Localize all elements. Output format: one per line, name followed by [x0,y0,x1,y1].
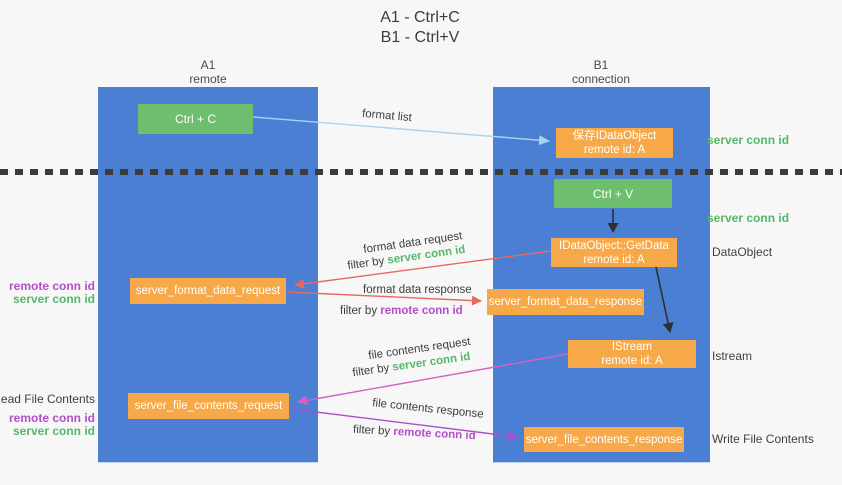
node-format-request-label: server_format_data_request [135,285,281,297]
label-format-data-response: format data response [363,284,472,296]
label-write-file-contents: Write File Contents [712,432,814,446]
label-filter-by-remote-conn-id-2: filter by remote conn id [353,424,476,442]
lane-left-name: A1 [200,58,216,72]
label-dataobject: DataObject [712,245,773,259]
title-line-1: A1 - Ctrl+C [380,9,460,26]
lane-header-left: A1 remote [158,58,258,86]
filter-id-remote-conn: remote conn id [392,425,476,443]
node-save-idataobject-line1: 保存IDataObject [572,130,657,142]
lane-header-right: B1 connection [551,58,651,86]
node-idataobject-getdata: IDataObject::GetData remote id: A [551,238,677,267]
node-save-idataobject: 保存IDataObject remote id: A [556,128,673,158]
lane-left-role: remote [189,72,227,86]
lane-right-role: connection [571,72,631,86]
node-server-file-contents-request: server_file_contents_request [128,393,289,419]
node-istream: IStream remote id: A [568,340,696,368]
node-ctrl-c-label: Ctrl + C [174,112,216,126]
node-file-response-label: server_file_contents_response [525,433,683,446]
label-read-file-contents: Read File Contents [0,392,95,406]
node-server-file-contents-response: server_file_contents_response [524,427,684,452]
filter-prefix: filter by [352,423,391,438]
node-ctrl-v: Ctrl + V [554,179,672,208]
filter-prefix: filter by [340,305,378,317]
node-save-idataobject-line2: remote id: A [583,144,646,156]
label-format-list: format list [361,107,413,125]
filter-id-remote-conn: remote conn id [380,305,463,317]
lane-right-name: B1 [593,58,609,72]
filter-prefix: filter by [346,255,386,273]
label-filter-by-remote-conn-id-1: filter by remote conn id [340,305,463,317]
node-ctrl-v-label: Ctrl + V [592,186,634,201]
label-server-conn-id-left-1: server conn id [12,292,95,306]
label-server-conn-id-top: server conn id [707,133,790,147]
node-server-format-data-response: server_format_data_response [487,289,644,315]
node-file-request-label: server_file_contents_request [134,400,283,412]
label-server-conn-id-mid: server conn id [707,211,790,225]
label-server-conn-id-left-2: server conn id [12,424,95,438]
label-istream: Istream [712,349,753,363]
machine-boundary-dashed-line [0,169,842,175]
node-format-response-label: server_format_data_response [488,296,643,308]
node-getdata-line1: IDataObject::GetData [559,239,669,252]
filter-prefix: filter by [351,362,391,380]
node-getdata-line2: remote id: A [583,253,645,266]
node-server-format-data-request: server_format_data_request [130,278,286,304]
title-line-2: B1 - Ctrl+V [380,29,460,46]
node-istream-line2: remote id: A [601,355,663,367]
node-istream-line1: IStream [611,341,653,353]
label-file-contents-response: file contents response [371,397,485,421]
label-remote-conn-id-left-2: remote conn id [8,411,95,425]
diagram-title: A1 - Ctrl+C B1 - Ctrl+V [300,8,540,48]
label-remote-conn-id-left-1: remote conn id [8,279,95,293]
node-ctrl-c: Ctrl + C [138,104,253,134]
